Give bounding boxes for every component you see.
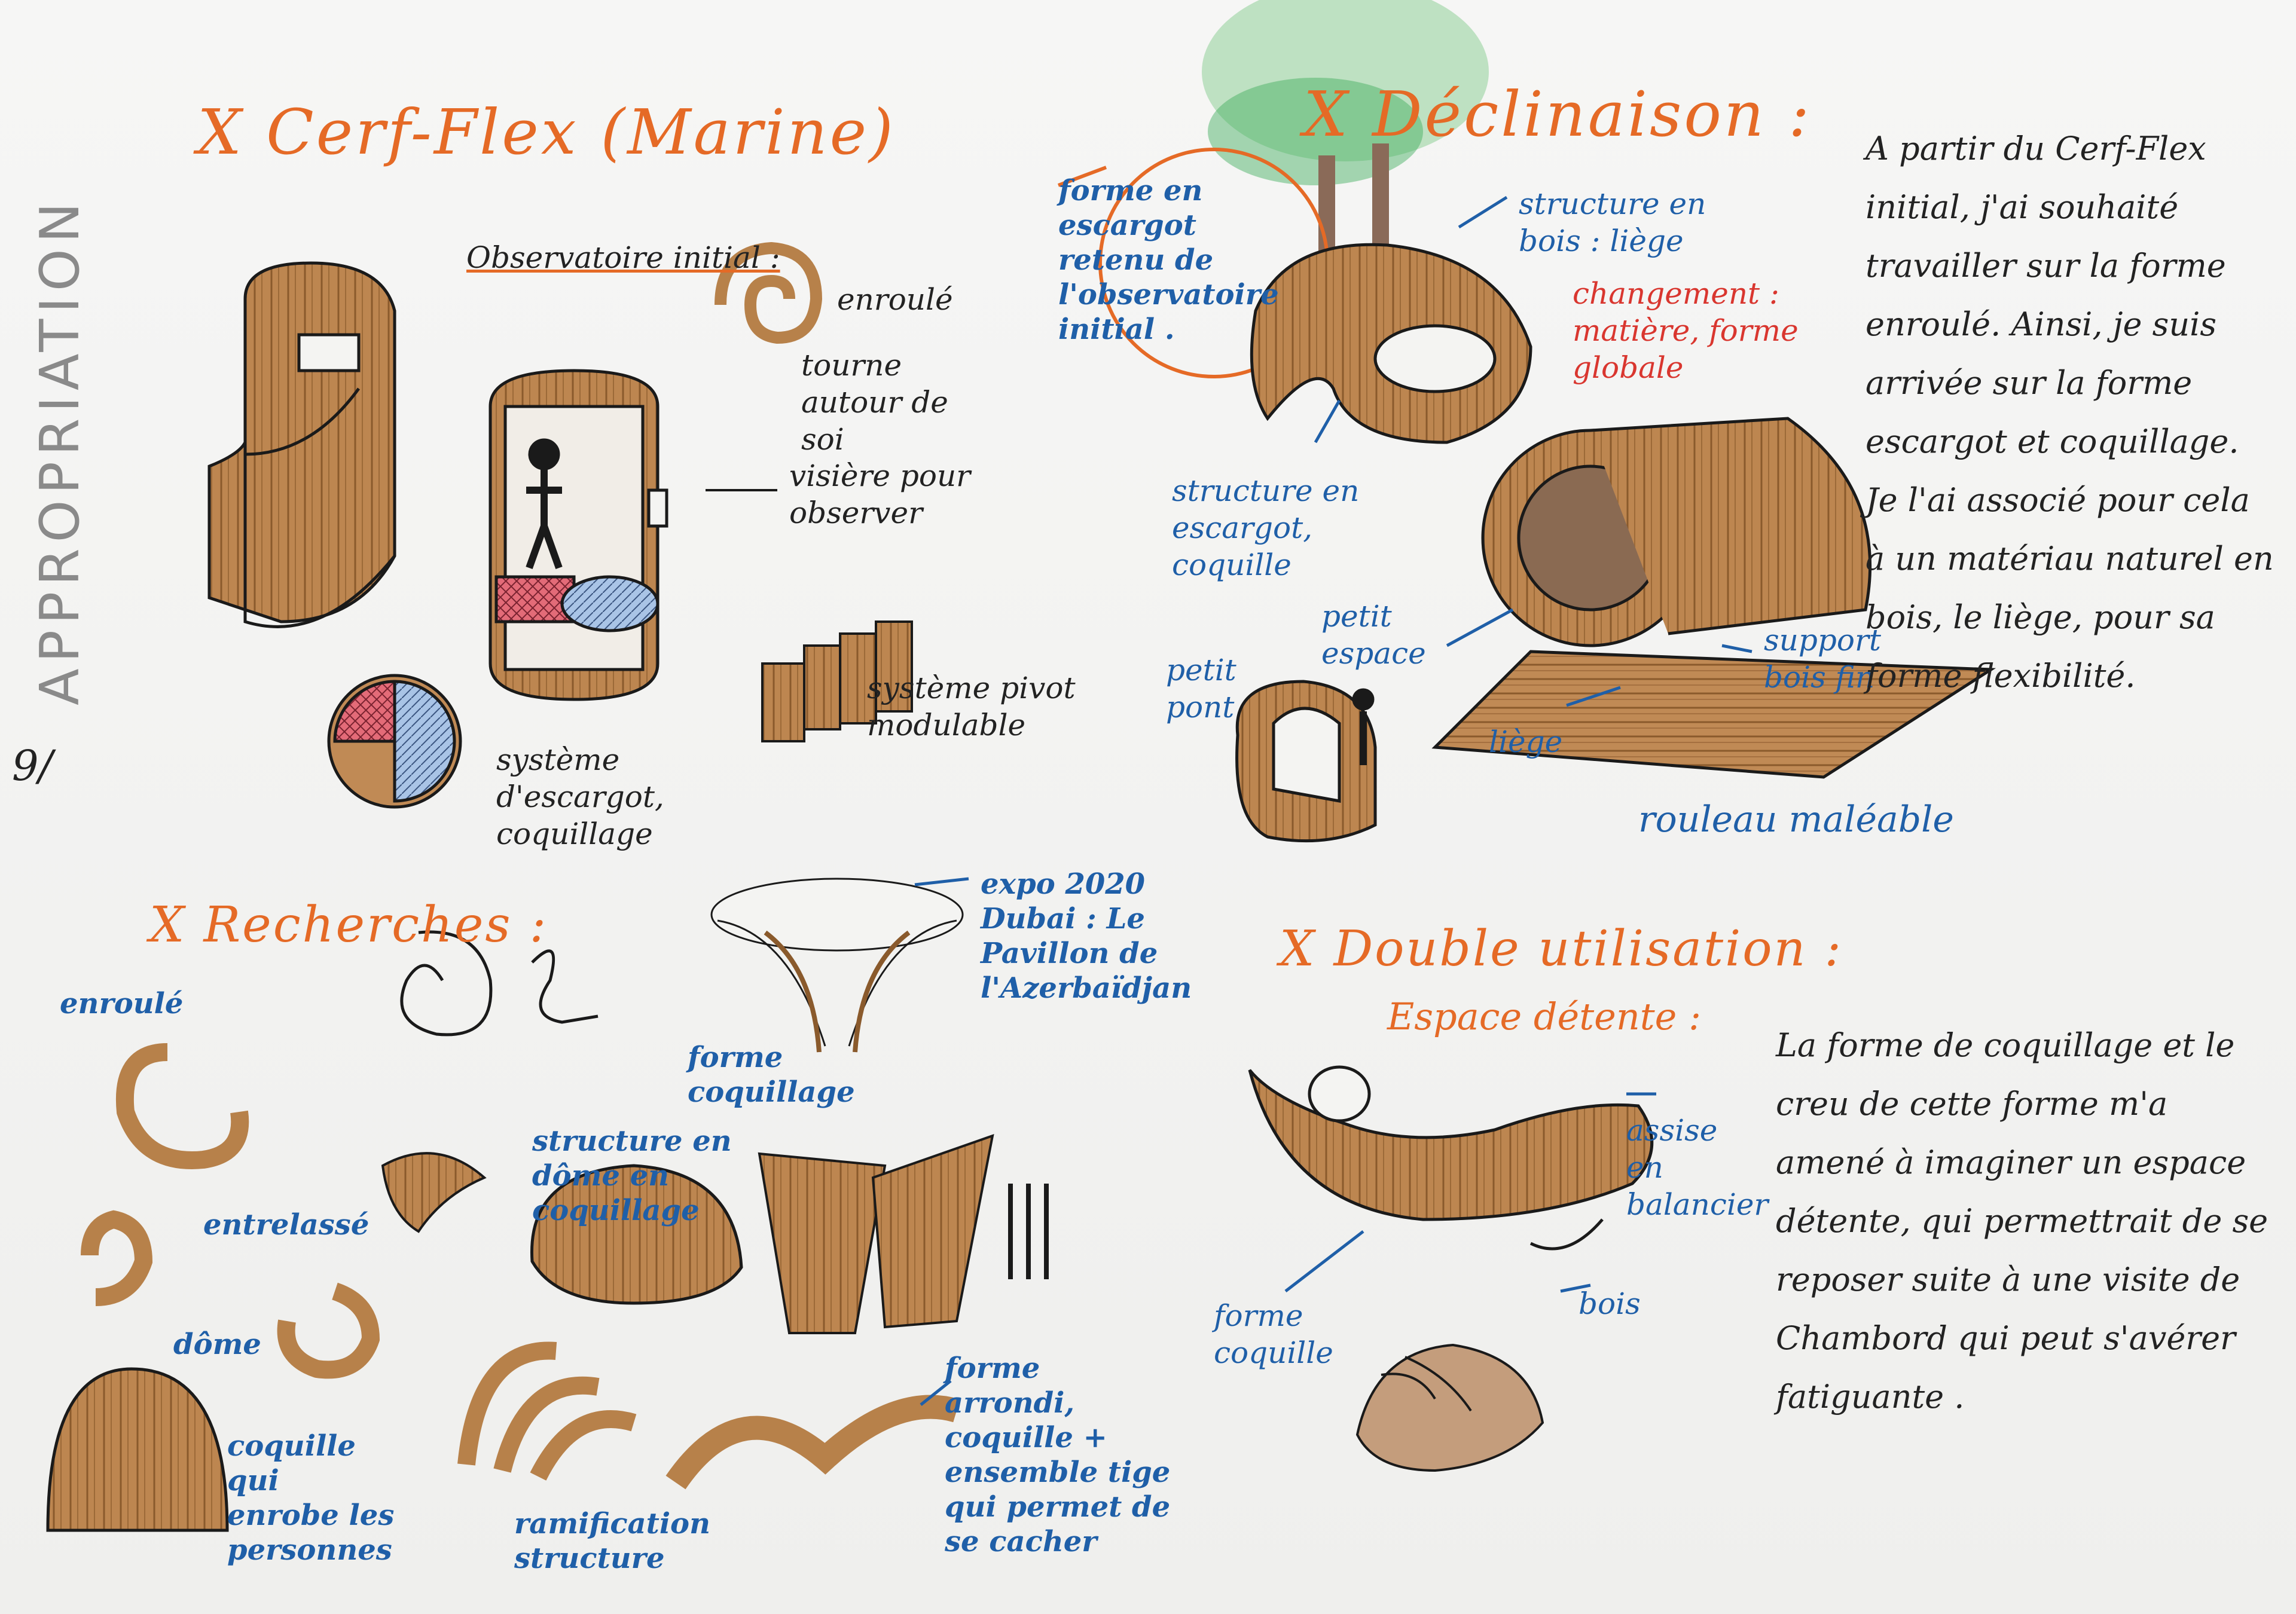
pivot-drawing: [761, 620, 913, 742]
label-forme-arrondi: forme arrondi, coquille + ensemble tige …: [945, 1352, 1171, 1558]
label-entrelasse: entrelassé: [203, 1208, 370, 1242]
label-ramification: ramification structure: [514, 1507, 710, 1575]
pie-drawing: [327, 674, 462, 809]
label-visiere: visière pour observer: [789, 458, 971, 530]
section-title-declinaison: X Déclinaison :: [1303, 78, 1812, 151]
conch-drawing: [1355, 1343, 1544, 1472]
page-number: 9/: [12, 741, 53, 790]
subtitle-espace-detente: Espace détente :: [1387, 995, 1701, 1038]
label-enroule: enroulé: [837, 282, 953, 317]
label-forme-escargot: forme en escargot retenu de l'observatoi…: [1058, 174, 1279, 346]
label-rouleau: rouleau maléable: [1638, 799, 1954, 840]
ramification-drawing: [457, 1341, 637, 1481]
side-paragraph: A partir du Cerf-Flex initial, j'ai souh…: [1866, 130, 2274, 695]
label-structure-bois: structure en bois : liège: [1519, 187, 1706, 258]
label-structure-escargot: structure en escargot, coquille: [1172, 473, 1360, 582]
label-forme-coquillage: forme coquillage: [688, 1041, 855, 1109]
large-shell-drawing: [1248, 1065, 1654, 1251]
label-tourne: tourne autour de soi: [801, 348, 948, 457]
label-liege: liège: [1489, 725, 1563, 759]
label-petit-pont: petit pont: [1166, 653, 1236, 725]
observatoire-drawing: [488, 369, 668, 701]
section-title-cerf-flex: X Cerf-Flex (Marine): [197, 96, 896, 169]
label-systeme-escargot: système d'escargot, coquillage: [496, 742, 664, 851]
wave-structure-drawing: [665, 1395, 960, 1490]
snail-structure-drawing: [1250, 243, 1532, 444]
section-title-recherches: X Recherches :: [149, 897, 548, 953]
label-expo: expo 2020 Dubai : Le Pavillon de l'Azerb…: [981, 867, 1192, 1005]
dome-drawing: [46, 1367, 229, 1532]
double-utilisation-paragraph: La forme de coquillage et le creu de cet…: [1776, 1026, 2268, 1416]
label-coquille-enrobe: coquille qui enrobe les personnes: [227, 1429, 395, 1567]
rouleau-drawing: [1431, 417, 1996, 779]
small-shell-drawing: [1235, 680, 1377, 843]
pavilion-drawing: [710, 878, 964, 1053]
wood-spiral-drawings: [81, 1043, 380, 1379]
label-structure-dome: structure en dôme en coquillage: [532, 1124, 732, 1227]
spiral-drawing: [715, 242, 823, 344]
side-title: APPROPRIATION: [29, 196, 91, 705]
label-systeme-pivot: système pivot modulable: [867, 671, 1076, 742]
label-support: support bois fin: [1764, 623, 1881, 695]
scroll-drawing: [207, 261, 396, 628]
label-assise: assise en balancier: [1626, 1113, 1769, 1222]
shell-dome-drawing: [530, 1164, 743, 1305]
research-spiral-1: [400, 930, 493, 1037]
label-dome: dôme: [173, 1328, 261, 1361]
label-forme-coquille: forme coquille: [1214, 1298, 1333, 1370]
section-title-double-utilisation: X Double utilisation :: [1280, 921, 1843, 977]
label-bois: bois: [1578, 1286, 1641, 1321]
label-petit-espace: petit espace: [1321, 599, 1426, 671]
research-spiral-2: [531, 949, 599, 1024]
funnel-drawing: [758, 1133, 1049, 1334]
label-changement: changement : matière, forme globale: [1573, 276, 1799, 385]
label-r-enroule: enroulé: [60, 987, 184, 1020]
label-observatoire: Observatoire initial :: [466, 240, 780, 275]
